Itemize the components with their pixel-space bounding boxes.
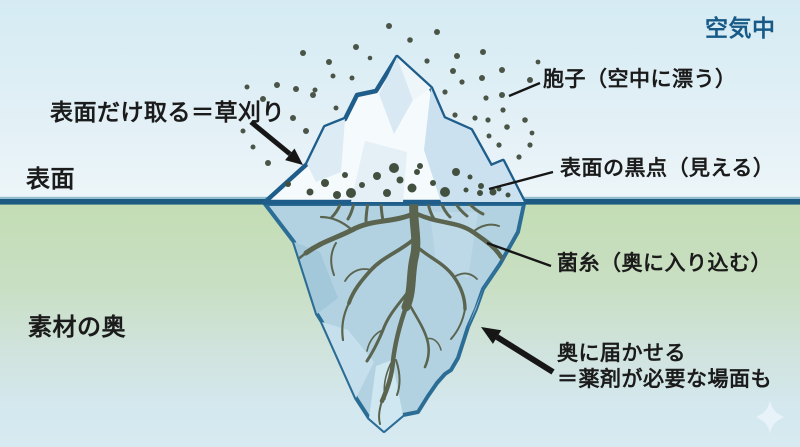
hyphae-label: 菌糸（奥に入り込む） [557, 252, 772, 275]
spore-dot [454, 53, 460, 59]
spore-dot [522, 117, 528, 123]
deep-arrow [481, 327, 555, 375]
spore-dot [452, 112, 458, 118]
surface-dot [452, 168, 460, 176]
spore-dot [265, 160, 271, 166]
surface-dot [306, 188, 314, 196]
spore-dot [424, 58, 430, 64]
spore-dot [367, 55, 373, 61]
mow-arrow [249, 120, 303, 165]
surface-dot [414, 169, 420, 175]
surface-action-label: 表面だけ取る＝草刈り [50, 99, 285, 125]
spore-dot [407, 37, 413, 43]
spore-dot [333, 105, 339, 111]
black-dots-pointer-line [488, 170, 554, 191]
surface-dot [383, 189, 391, 197]
spore-dot [303, 128, 309, 134]
surface-dot [321, 179, 329, 187]
surface-dot [463, 187, 469, 193]
spore-dot [349, 75, 355, 81]
spore-dot [499, 67, 505, 73]
spore-dot [326, 59, 332, 65]
surface-dot [333, 191, 341, 199]
spore-dot [496, 142, 502, 148]
spore-dot [459, 79, 465, 85]
spore-dot [353, 44, 359, 50]
spore-dot [527, 142, 533, 148]
surface-dot [478, 183, 484, 189]
above-water-iceberg [262, 54, 527, 205]
surface-dot [346, 188, 356, 198]
spore-dot [479, 75, 485, 81]
spore-dot [485, 117, 491, 123]
spore-dot [486, 133, 492, 139]
surface-dot [396, 176, 404, 184]
spore-dot [244, 84, 250, 90]
spore-dot [500, 107, 506, 113]
surface-dot [467, 174, 473, 180]
spore-dot [527, 77, 533, 83]
deep-action-line1: 奥に届かせる [557, 342, 686, 365]
spores-pointer-line [508, 81, 541, 98]
spore-dot [499, 92, 505, 98]
sparkle-icon [756, 400, 784, 434]
spore-dot [386, 23, 392, 29]
air-spore-dots [240, 23, 541, 166]
spores-label: 胞子（空中に漂う） [543, 68, 737, 91]
spore-dot [310, 92, 316, 98]
surface-dot [389, 163, 399, 173]
air-zone-label: 空気中 [705, 15, 776, 41]
spore-dot [434, 29, 440, 35]
spore-dot [293, 86, 299, 92]
spore-dot [240, 128, 246, 134]
surface-dot [417, 163, 423, 169]
deep-action-line2: ＝薬剤が必要な場面も [557, 368, 772, 391]
spore-dot [472, 115, 478, 121]
spore-dot [300, 50, 306, 56]
deep-action-label: 奥に届かせる ＝薬剤が必要な場面も [557, 341, 772, 393]
spore-dot [442, 89, 448, 95]
surface-dot [342, 172, 348, 178]
surface-zone-label: 表面 [26, 166, 75, 193]
spore-dot [516, 154, 522, 160]
surface-dot [430, 180, 436, 186]
material-depth-label: 素材の奥 [28, 314, 126, 341]
spore-dot [330, 73, 336, 79]
surface-dot [285, 181, 291, 187]
above-water-facets [307, 57, 524, 202]
spore-dot [483, 95, 489, 101]
surface-dot [359, 182, 365, 188]
spore-dot [312, 87, 318, 93]
spore-dot [535, 59, 541, 65]
spore-dot [504, 124, 510, 130]
surface-dot [489, 188, 497, 196]
surface-dot [407, 183, 417, 193]
spore-dot [450, 68, 456, 74]
hyphae-roots [279, 204, 505, 425]
surface-dot [440, 187, 450, 197]
surface-dot [373, 172, 381, 180]
surface-black-dots-label: 表面の黒点（見える） [560, 157, 775, 180]
surface-black-dots [285, 163, 511, 199]
spore-dot [274, 82, 280, 88]
surface-dot [477, 190, 483, 196]
surface-dot [505, 192, 511, 198]
spore-dot [529, 130, 535, 136]
spore-dot [260, 96, 266, 102]
spore-dot [480, 49, 486, 55]
hyphae-pointer-line [486, 241, 552, 268]
spore-dot [290, 115, 296, 121]
spore-dot [250, 144, 256, 150]
